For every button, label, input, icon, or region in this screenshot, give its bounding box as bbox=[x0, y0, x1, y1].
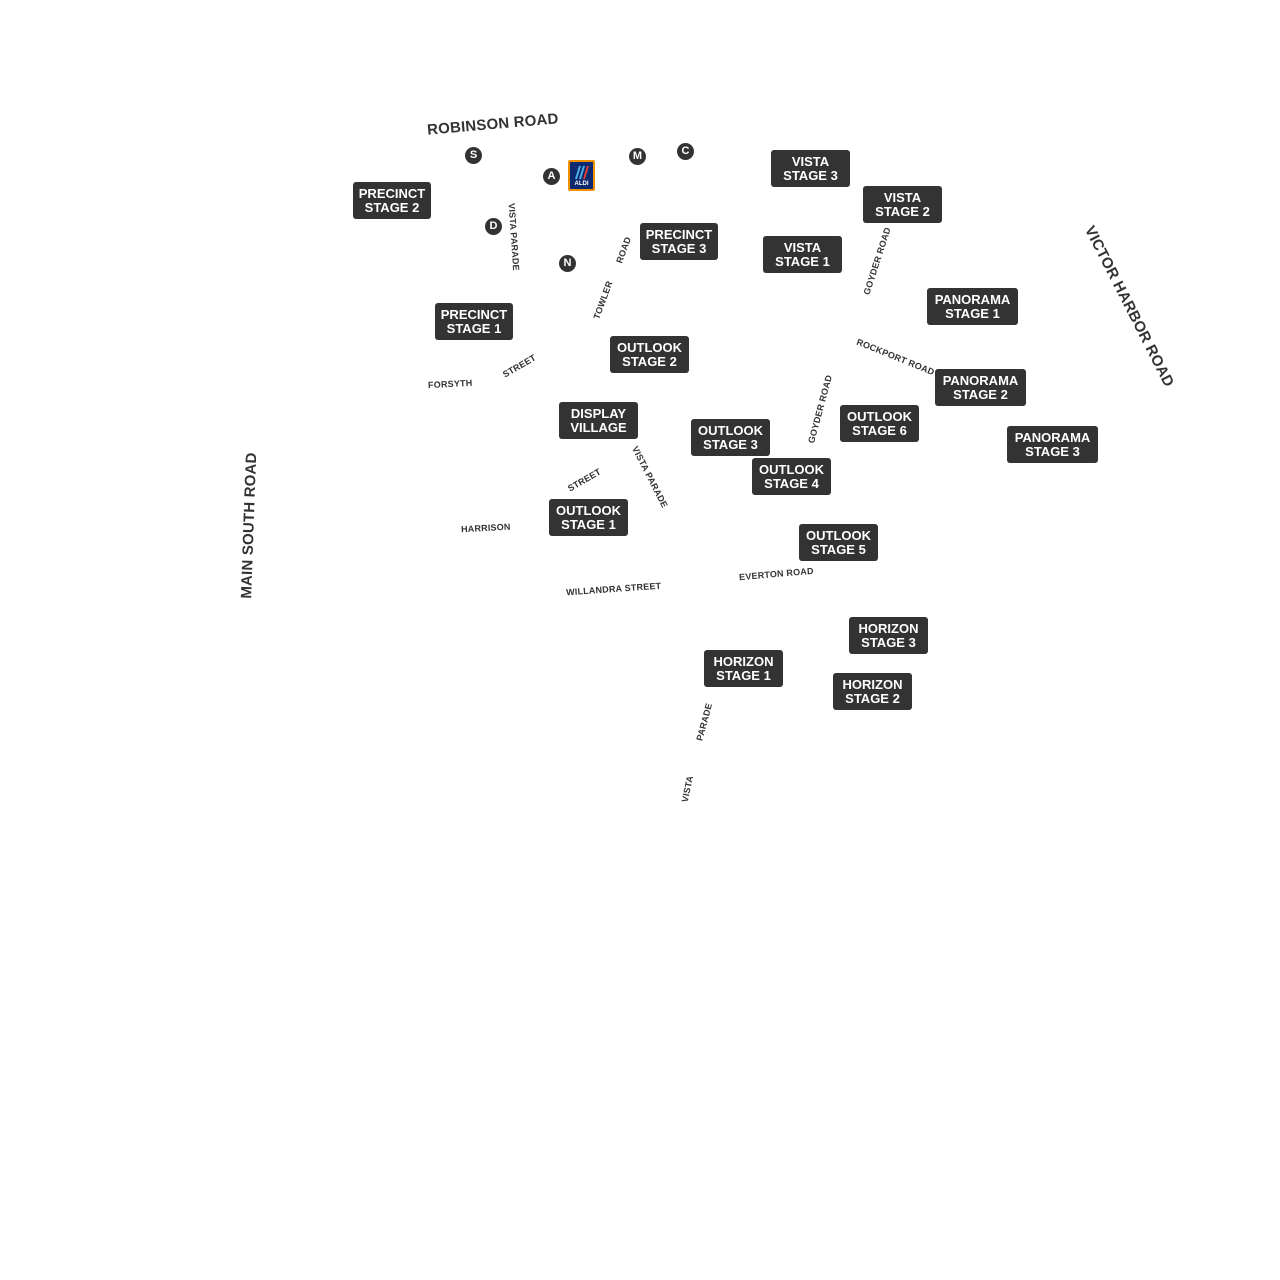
stage-precinct-1[interactable]: PRECINCT STAGE 1 bbox=[435, 303, 513, 340]
stage-label-line1: OUTLOOK bbox=[847, 408, 912, 424]
road-label-harrison: HARRISON bbox=[460, 521, 511, 535]
stage-label-line1: OUTLOOK bbox=[556, 502, 621, 518]
stage-label-line1: PANORAMA bbox=[934, 291, 1011, 307]
marker-n[interactable]: N bbox=[559, 255, 576, 272]
stage-outlook-2[interactable]: OUTLOOK STAGE 2 bbox=[610, 336, 689, 373]
stage-vista-2[interactable]: VISTA STAGE 2 bbox=[863, 186, 942, 223]
road-label-vista-parade-north: VISTA PARADE bbox=[506, 202, 522, 272]
road-label-main-south-road: MAIN SOUTH ROAD bbox=[238, 452, 261, 599]
stage-precinct-3[interactable]: PRECINCT STAGE 3 bbox=[640, 223, 718, 260]
marker-m[interactable]: M bbox=[629, 148, 646, 165]
stage-label-line2: STAGE 3 bbox=[651, 240, 707, 256]
stage-label-line2: STAGE 2 bbox=[953, 386, 1008, 402]
road-label-vista-south: VISTA bbox=[679, 774, 696, 804]
stage-label-line1: DISPLAY bbox=[570, 405, 627, 421]
stage-label-line2: STAGE 3 bbox=[703, 436, 758, 452]
stage-label-line1: OUTLOOK bbox=[806, 527, 871, 543]
stage-label-line2: STAGE 6 bbox=[852, 422, 907, 438]
stage-label-line1: VISTA bbox=[783, 239, 822, 255]
stage-outlook-6[interactable]: OUTLOOK STAGE 6 bbox=[840, 405, 919, 442]
stage-label-line1: PANORAMA bbox=[1014, 429, 1091, 445]
stage-label-line1: PRECINCT bbox=[645, 226, 713, 242]
stage-label-line2: STAGE 5 bbox=[811, 541, 866, 557]
stage-label-line2: STAGE 3 bbox=[861, 634, 916, 650]
stage-label-line2: STAGE 4 bbox=[764, 475, 819, 491]
marker-d[interactable]: D bbox=[485, 218, 502, 235]
aldi-logo-text: ALDI bbox=[574, 181, 589, 187]
road-label-parade-south: PARADE bbox=[694, 702, 715, 742]
stage-label-line2: STAGE 1 bbox=[716, 667, 771, 683]
stage-label-line2: STAGE 2 bbox=[845, 690, 900, 706]
stage-outlook-1[interactable]: OUTLOOK STAGE 1 bbox=[549, 499, 628, 536]
stage-label-line1: PANORAMA bbox=[942, 372, 1019, 388]
stage-vista-1[interactable]: VISTA STAGE 1 bbox=[763, 236, 842, 273]
stage-label-line1: HORIZON bbox=[858, 620, 919, 636]
road-label-vista-parade-mid: VISTA PARADE bbox=[630, 444, 670, 510]
stage-outlook-5[interactable]: OUTLOOK STAGE 5 bbox=[799, 524, 878, 561]
stage-label-line1: PRECINCT bbox=[440, 306, 508, 322]
stage-display-village[interactable]: DISPLAY VILLAGE bbox=[559, 402, 638, 439]
stage-label-line2: STAGE 1 bbox=[945, 305, 1000, 321]
stage-label-line2: STAGE 1 bbox=[775, 253, 830, 269]
road-label-road-towler: ROAD bbox=[614, 235, 634, 265]
marker-a[interactable]: A bbox=[543, 168, 560, 185]
stage-panorama-1[interactable]: PANORAMA STAGE 1 bbox=[927, 288, 1018, 325]
stage-vista-3[interactable]: VISTA STAGE 3 bbox=[771, 150, 850, 187]
road-label-willandra-street: WILLANDRA STREET bbox=[565, 580, 662, 598]
marker-c[interactable]: C bbox=[677, 143, 694, 160]
stage-label-line1: VISTA bbox=[791, 153, 830, 169]
stage-horizon-2[interactable]: HORIZON STAGE 2 bbox=[833, 673, 912, 710]
stage-label-line2: STAGE 2 bbox=[875, 203, 930, 219]
road-label-rockport-road: ROCKPORT ROAD bbox=[855, 336, 936, 378]
stage-panorama-3[interactable]: PANORAMA STAGE 3 bbox=[1007, 426, 1098, 463]
road-label-everton-road: EVERTON ROAD bbox=[738, 565, 815, 583]
stage-label-line2: STAGE 3 bbox=[1025, 443, 1080, 459]
stage-label-line2: STAGE 3 bbox=[783, 167, 838, 183]
road-label-forsyth: FORSYTH bbox=[427, 377, 473, 391]
stage-label-line2: VILLAGE bbox=[570, 419, 627, 435]
road-label-goyder-road-south: GOYDER ROAD bbox=[806, 373, 835, 445]
aldi-logo-inner: ALDI bbox=[570, 162, 593, 189]
road-label-street-forsyth: STREET bbox=[500, 352, 538, 380]
road-label-goyder-road-north: GOYDER ROAD bbox=[861, 226, 893, 296]
stage-label-line1: HORIZON bbox=[713, 653, 774, 669]
stage-label-line1: PRECINCT bbox=[358, 185, 426, 201]
stage-label-line2: STAGE 2 bbox=[364, 199, 420, 215]
road-label-street-harrison: STREET bbox=[565, 466, 603, 494]
stage-label-line2: STAGE 2 bbox=[622, 353, 677, 369]
stage-label-line1: OUTLOOK bbox=[759, 461, 824, 477]
stage-outlook-3[interactable]: OUTLOOK STAGE 3 bbox=[691, 419, 770, 456]
stage-horizon-3[interactable]: HORIZON STAGE 3 bbox=[849, 617, 928, 654]
marker-s[interactable]: S bbox=[465, 147, 482, 164]
stage-outlook-4[interactable]: OUTLOOK STAGE 4 bbox=[752, 458, 831, 495]
road-label-victor-harbor-road: VICTOR HARBOR ROAD bbox=[1081, 223, 1178, 390]
stage-label-line2: STAGE 1 bbox=[561, 516, 616, 532]
road-label-towler: TOWLER bbox=[591, 279, 615, 321]
stage-panorama-2[interactable]: PANORAMA STAGE 2 bbox=[935, 369, 1026, 406]
stage-label-line1: HORIZON bbox=[842, 676, 903, 692]
stage-label-line2: STAGE 1 bbox=[446, 320, 502, 336]
aldi-logo[interactable]: ALDI bbox=[568, 160, 595, 191]
aldi-mark-icon bbox=[575, 166, 589, 179]
stage-precinct-2[interactable]: PRECINCT STAGE 2 bbox=[353, 182, 431, 219]
stage-label-line1: OUTLOOK bbox=[617, 339, 682, 355]
road-label-robinson-road: ROBINSON ROAD bbox=[426, 110, 560, 139]
stage-horizon-1[interactable]: HORIZON STAGE 1 bbox=[704, 650, 783, 687]
stage-label-line1: VISTA bbox=[883, 189, 922, 205]
stage-label-line1: OUTLOOK bbox=[698, 422, 763, 438]
